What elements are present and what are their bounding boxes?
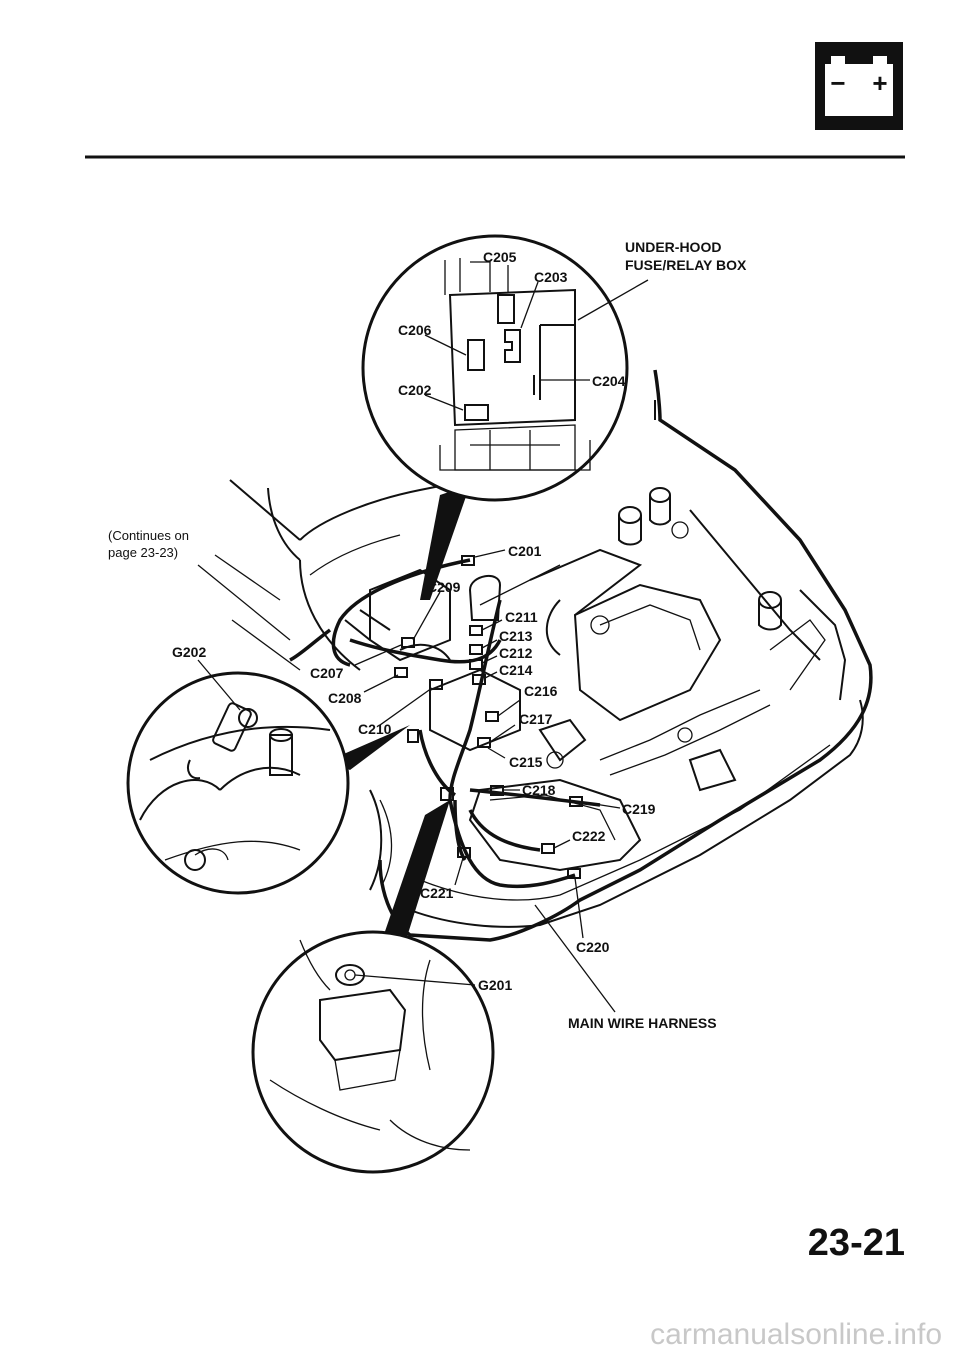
- label-c221: C221: [420, 885, 454, 901]
- label-c204: C204: [592, 373, 626, 389]
- label-underhood-2: FUSE/RELAY BOX: [625, 257, 747, 273]
- plus-symbol: +: [872, 68, 887, 98]
- label-c210: C210: [358, 721, 392, 737]
- label-c201: C201: [508, 543, 542, 559]
- label-c207: C207: [310, 665, 344, 681]
- label-c203: C203: [534, 269, 568, 285]
- label-g202: G202: [172, 644, 206, 660]
- label-continues-1: (Continues on: [108, 528, 189, 543]
- callout-wedge-left: [330, 725, 410, 770]
- label-c206: C206: [398, 322, 432, 338]
- g202-detail-circle: [126, 671, 350, 895]
- label-c202: C202: [398, 382, 432, 398]
- label-c219: C219: [622, 801, 656, 817]
- label-c205: C205: [483, 249, 517, 265]
- leader-lines: [197, 265, 649, 1013]
- label-underhood-1: UNDER-HOOD: [625, 239, 721, 255]
- label-c222: C222: [572, 828, 606, 844]
- page-number: 23-21: [807, 1222, 905, 1264]
- main-wire-harness: [289, 555, 601, 889]
- label-c218: C218: [522, 782, 556, 798]
- label-main-wire-harness: MAIN WIRE HARNESS: [568, 1015, 717, 1031]
- label-c209: C209: [427, 579, 461, 595]
- label-c208: C208: [328, 690, 362, 706]
- label-c212: C212: [499, 645, 533, 661]
- g201-detail-circle: [251, 930, 495, 1174]
- label-c217: C217: [519, 711, 553, 727]
- fuse-box-detail-circle: [361, 234, 629, 502]
- label-c216: C216: [524, 683, 558, 699]
- label-continues-2: page 23-23): [108, 545, 178, 560]
- label-c215: C215: [509, 754, 543, 770]
- callout-wedge-top: [420, 485, 470, 600]
- minus-symbol: −: [830, 68, 845, 98]
- label-g201: G201: [478, 977, 512, 993]
- battery-icon: − +: [815, 42, 903, 130]
- label-c211: C211: [505, 609, 538, 625]
- car-body: [214, 369, 873, 942]
- label-c220: C220: [576, 939, 610, 955]
- connector-labels: C205 C203 C206 C202 C204 UNDER-HOOD FUSE…: [108, 239, 747, 1031]
- label-c214: C214: [499, 662, 533, 678]
- label-c213: C213: [499, 628, 533, 644]
- callout-wedge-bottom: [370, 800, 450, 975]
- watermark: carmanualsonline.info: [650, 1318, 942, 1351]
